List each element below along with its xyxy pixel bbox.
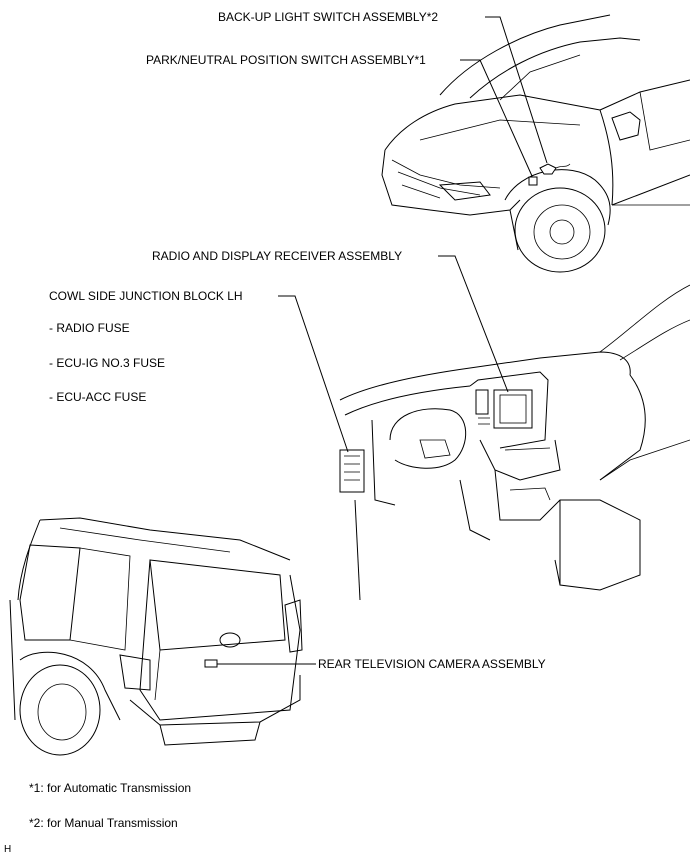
- label-cowl-side-junction-block: COWL SIDE JUNCTION BLOCK LH: [49, 289, 243, 303]
- label-park-neutral-switch: PARK/NEUTRAL POSITION SWITCH ASSEMBLY*1: [146, 53, 426, 67]
- park-neutral-switch-part: [528, 176, 538, 186]
- label-radio-display-receiver: RADIO AND DISPLAY RECEIVER ASSEMBLY: [152, 249, 403, 263]
- label-radio-fuse: - RADIO FUSE: [49, 321, 130, 335]
- label-ecu-acc-fuse: - ECU-ACC FUSE: [49, 390, 147, 404]
- label-backup-light-switch: BACK-UP LIGHT SWITCH ASSEMBLY*2: [218, 10, 439, 24]
- note-manual-transmission: *2: for Manual Transmission: [29, 816, 178, 830]
- leader-lines: [217, 16, 548, 665]
- label-rear-television-camera: REAR TELEVISION CAMERA ASSEMBLY: [318, 657, 546, 671]
- rear-vehicle-drawing: [9, 517, 303, 756]
- cowl-junction-block-part: [339, 449, 365, 493]
- corner-mark: H: [4, 844, 11, 855]
- instrument-panel-drawing: [339, 284, 690, 601]
- label-ecu-ig-no3-fuse: - ECU-IG NO.3 FUSE: [49, 356, 166, 370]
- rear-camera-part: [204, 659, 218, 668]
- backup-light-switch-part: [539, 163, 557, 175]
- note-automatic-transmission: *1: for Automatic Transmission: [29, 781, 192, 795]
- front-vehicle-drawing: [381, 14, 690, 273]
